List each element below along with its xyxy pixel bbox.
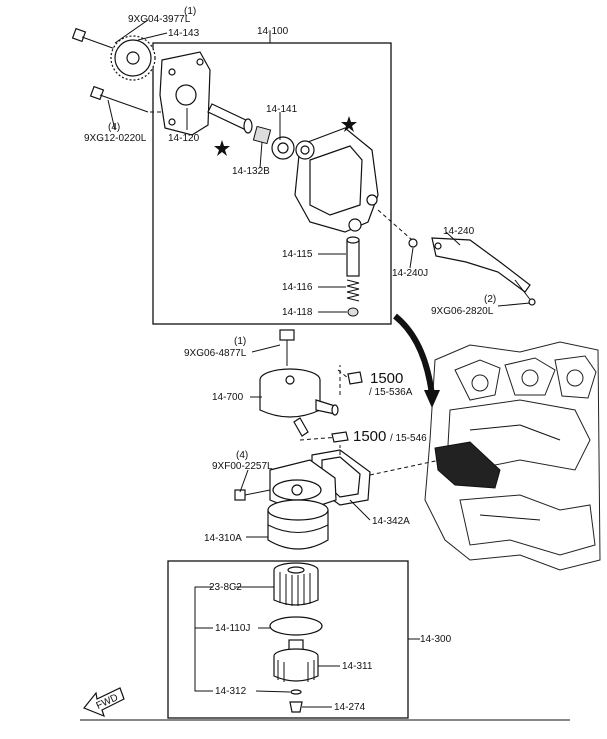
part-label: 14-240J (392, 268, 428, 279)
part-label: 1500 (353, 428, 386, 445)
hose-15-546 (331, 431, 349, 443)
pointer-arrow (393, 313, 435, 396)
part-label: 14-100 (257, 26, 289, 37)
part-label: 14-141 (266, 104, 298, 115)
spring-14-116 (346, 279, 360, 302)
part-label: 14-342A (372, 516, 410, 527)
bolt-9xg12 (89, 85, 149, 113)
label-qty: (2) (484, 294, 496, 305)
part-label: 14-240 (443, 226, 475, 237)
plunger-14-115 (346, 236, 360, 277)
part-label: 23-8C2 (209, 582, 242, 593)
part-label: 14-310A (204, 533, 242, 544)
part-label: 14-700 (212, 392, 244, 403)
label-qty: (1) (184, 6, 196, 17)
label-qty: (1) (234, 336, 246, 347)
oring-14-312 (290, 689, 302, 695)
bolt-9xg06-4877l (279, 329, 295, 362)
part-label: 9XG12-0220L (84, 133, 147, 144)
part-label: 9XF00-2257L (212, 461, 273, 472)
filter-housing-14-310a (267, 459, 337, 550)
gear-14-132b (252, 125, 272, 145)
oring-14-110j (269, 616, 323, 636)
part-label: / 15-546 (390, 433, 427, 444)
star-icon (214, 140, 230, 156)
dash-bracket (377, 209, 413, 241)
filter-element-23-8c2 (273, 562, 319, 606)
pointer-arrowhead (424, 390, 440, 408)
oil-cooler-14-700 (259, 368, 339, 437)
part-label: 9XG06-2820L (431, 306, 494, 317)
leader-lines (107, 19, 531, 708)
ring-14-141 (271, 136, 295, 160)
filter-cap-14-311 (273, 639, 319, 682)
dash-gasket (369, 459, 441, 476)
part-label: 14-312 (215, 686, 247, 697)
bracket-14-240 (408, 237, 536, 306)
sprocket-14-143 (110, 35, 156, 81)
part-label: 14-143 (168, 28, 200, 39)
part-label: 14-118 (282, 307, 313, 318)
hose-15-536a (347, 371, 363, 385)
fwd-label: FWD (95, 692, 120, 712)
pump-cover-14-120 (159, 51, 211, 136)
part-label: 14-110J (215, 623, 250, 634)
dash-cooler-a2 (337, 369, 349, 379)
part-label: 14-300 (420, 634, 452, 645)
drain-plug-14-274 (289, 701, 303, 713)
part-label: 9XG04-3977L (128, 14, 191, 25)
part-label: 14-132B (232, 166, 270, 177)
star-icon (341, 116, 357, 132)
part-label: 14-115 (282, 249, 313, 260)
part-label: 14-311 (342, 661, 373, 672)
part-label: / 15-536A (369, 387, 413, 398)
group-box-14-100 (152, 42, 392, 325)
plug-14-118 (347, 307, 359, 317)
part-label: 14-120 (168, 133, 200, 144)
part-label: 14-274 (334, 702, 366, 713)
shaft-14-141 (207, 103, 253, 134)
bolt-9xf00 (234, 489, 271, 501)
part-label: 9XG06-4877L (184, 348, 247, 359)
label-qty: (4) (236, 450, 248, 461)
part-label: 14-116 (282, 282, 313, 293)
engine-block (424, 341, 601, 571)
label-qty: (4) (108, 122, 120, 133)
oil-pump-body (294, 127, 379, 233)
fwd-arrow-icon (83, 687, 125, 718)
part-label: 1500 (370, 370, 403, 387)
